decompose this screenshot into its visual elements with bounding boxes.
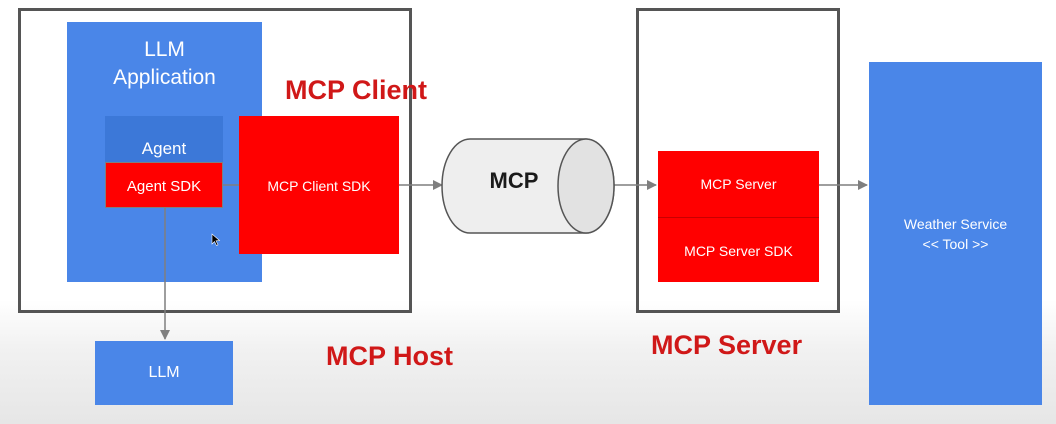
mcp-protocol-label: MCP	[489, 168, 539, 193]
llm-application-label-line2: Application	[113, 66, 216, 89]
weather-service-box: Weather Service << Tool >>	[869, 62, 1042, 405]
mcp-client-sdk-box: MCP Client SDK	[239, 116, 399, 254]
mcp-host-title: MCP Host	[326, 341, 454, 371]
weather-service-label: Weather Service	[903, 216, 1008, 232]
llm-application-label: LLM Application	[67, 36, 262, 92]
llm-application-label-line1: LLM	[144, 38, 185, 61]
mcp-server-title: MCP Server	[651, 330, 803, 360]
mcp-client-title: MCP Client	[285, 75, 428, 105]
mcp-server-frame	[636, 8, 840, 313]
mcp-server-sdk-box: MCP Server SDK	[658, 217, 819, 282]
llm-box: LLM	[95, 341, 233, 405]
agent-sdk-box: Agent SDK	[105, 162, 223, 208]
weather-service-tool-label: << Tool >>	[922, 236, 989, 252]
mcp-cylinder-icon	[441, 138, 615, 234]
mcp-host-frame	[18, 8, 412, 313]
agent-box: Agent	[105, 116, 223, 162]
mcp-server-box: MCP Server	[658, 151, 819, 217]
